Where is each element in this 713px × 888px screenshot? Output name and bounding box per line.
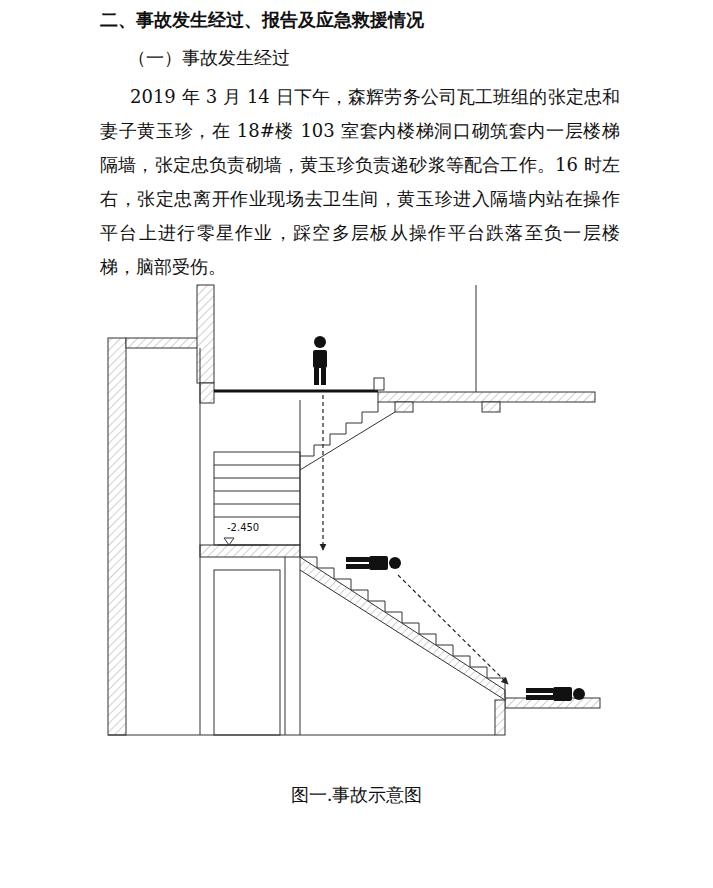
operating-platform: [214, 378, 384, 391]
concrete-structure: [108, 285, 600, 735]
building-lines: [108, 285, 505, 735]
section-heading: 二、事故发生经过、报告及应急救援情况: [100, 8, 660, 32]
worker-figures: [313, 336, 585, 701]
body-paragraph: 2019 年 3 月 14 日下午，森辉劳务公司瓦工班组的张定忠和妻子黄玉珍，在…: [100, 80, 620, 284]
fall-trajectory: [323, 395, 508, 684]
figure-caption: 图一.事故示意图: [0, 783, 713, 807]
elevation-dimension: -2.450: [226, 522, 260, 534]
subsection-heading: （一）事故发生经过: [128, 46, 528, 70]
